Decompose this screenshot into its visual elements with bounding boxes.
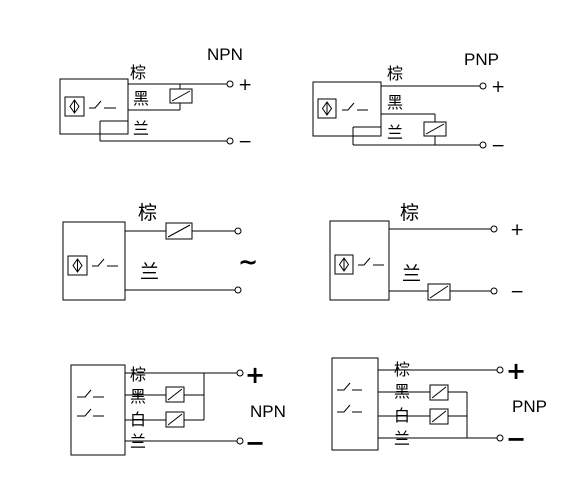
diagram-title-pnp: PNP (512, 397, 547, 416)
sensor-body (70, 364, 126, 456)
symbol-plus: + (245, 361, 265, 389)
sensor-body (59, 78, 129, 135)
symbol-plus: + (510, 220, 524, 240)
diagram-npn-3wire: 棕 黑 兰 NPN + − (59, 45, 252, 152)
switch-contact-icon-1 (77, 389, 104, 398)
symbol-minus: − (510, 282, 524, 302)
diagram-title-npn: NPN (207, 45, 243, 64)
switch-contact-icon-1 (337, 382, 362, 391)
wire-label-brown: 棕 (130, 365, 146, 384)
wire-label-blue: 兰 (130, 432, 146, 451)
symbol-plus: + (506, 357, 526, 385)
terminal-plus (496, 366, 504, 374)
symbol-minus: − (491, 136, 505, 156)
sensor-body (331, 357, 379, 451)
symbol-ac: ~ (238, 248, 258, 276)
symbol-minus: − (245, 429, 265, 457)
terminal-ac-2 (234, 286, 242, 294)
terminal-minus (490, 287, 498, 295)
inductive-sensor-icon (64, 96, 85, 117)
switch-contact-icon (342, 102, 368, 111)
terminal-minus (226, 137, 234, 145)
diagram-title-pnp: PNP (464, 50, 499, 69)
terminal-plus (226, 80, 234, 88)
sensor-body (312, 81, 382, 137)
wire-label-brown: 棕 (400, 202, 419, 224)
terminal-plus (490, 225, 498, 233)
wire-label-black: 黑 (387, 93, 403, 112)
terminal-ac-1 (234, 227, 242, 235)
sensor-body (329, 220, 390, 301)
wire-label-blue: 兰 (133, 119, 149, 138)
diagram-title-npn: NPN (250, 402, 286, 421)
terminal-minus (496, 434, 504, 442)
diagram-pnp-4wire: 棕 黑 白 兰 PNP + − (331, 357, 547, 453)
wire-label-brown: 棕 (138, 202, 157, 224)
inductive-sensor-icon (317, 98, 337, 119)
wire-label-black: 黑 (130, 387, 146, 406)
wire-label-black: 黑 (133, 89, 149, 108)
wire-label-blue: 兰 (402, 263, 421, 285)
wire-label-blue: 兰 (387, 123, 403, 142)
symbol-plus: + (491, 77, 505, 97)
diagram-dc-2wire: 棕 兰 + − (329, 202, 524, 302)
symbol-minus: − (238, 132, 252, 152)
terminal-minus (479, 141, 487, 149)
diagram-npn-4wire: 棕 黑 白 兰 NPN + − (70, 361, 286, 457)
terminal-minus (236, 437, 244, 445)
diagram-pnp-3wire: 棕 黑 兰 PNP + − (312, 50, 505, 156)
wire-label-brown: 棕 (394, 360, 410, 379)
wire-label-blue: 兰 (140, 261, 159, 283)
wire-label-white: 白 (394, 406, 410, 425)
sensor-body (62, 221, 126, 301)
switch-contact-icon (92, 258, 118, 267)
inductive-sensor-icon (67, 255, 88, 276)
diagram-ac-2wire: 棕 兰 ~ (62, 202, 258, 301)
switch-contact-icon-2 (77, 408, 104, 417)
inductive-sensor-icon (334, 254, 354, 275)
wire-label-black: 黑 (394, 382, 410, 401)
symbol-plus: + (238, 75, 252, 95)
wire-label-brown: 棕 (130, 63, 146, 82)
terminal-plus (236, 369, 244, 377)
switch-contact-icon-2 (337, 404, 362, 413)
wire-label-brown: 棕 (387, 64, 403, 83)
switch-contact-icon (358, 257, 384, 266)
symbol-minus: − (506, 425, 526, 453)
wire-label-white: 白 (130, 410, 146, 429)
terminal-plus (479, 82, 487, 90)
switch-contact-icon (89, 100, 116, 109)
wire-label-blue: 兰 (394, 429, 410, 448)
